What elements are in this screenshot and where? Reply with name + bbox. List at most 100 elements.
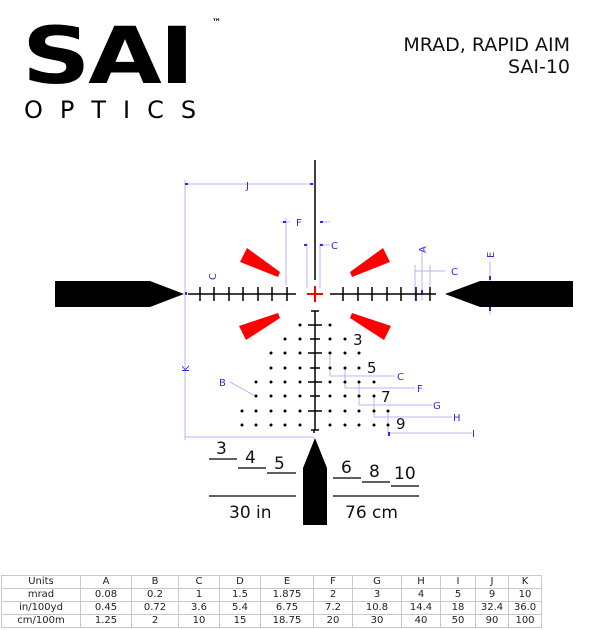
table-header-cell: A [80, 575, 132, 589]
sai-optics-logo: SAI ™ OPTICS [22, 12, 222, 122]
table-cell: 1.5 [219, 588, 261, 602]
dim-label-f: F [296, 218, 302, 229]
illuminated-wedges [239, 248, 391, 340]
table-header-cell: F [313, 575, 353, 589]
table-header-cell: B [131, 575, 179, 589]
dim-label-f-holdover: F [417, 384, 423, 395]
dim-label-h: H [453, 413, 461, 424]
range-left-5: 5 [274, 454, 285, 474]
dimension-arrows [185, 183, 491, 436]
table-cell: 10.8 [352, 601, 402, 615]
wedge-bottom-left [239, 313, 280, 340]
range-right-label: 76 cm [345, 503, 398, 523]
table-row: in/100yd 0.45 0.72 3.6 5.4 6.75 7.2 10.8… [1, 601, 542, 615]
table-cell: 3.6 [178, 601, 220, 615]
dimension-lines [184, 180, 491, 440]
reticle-type: MRAD, RAPID AIM [403, 34, 570, 56]
table-cell: 18.75 [260, 614, 314, 628]
table-cell: 36.0 [508, 601, 542, 615]
table-header-cell: C [178, 575, 220, 589]
table-cell: 10 [178, 614, 220, 628]
table-header-cell: H [401, 575, 441, 589]
table-row: mrad 0.08 0.2 1 1.5 1.875 2 3 4 5 9 10 [1, 588, 542, 602]
table-cell: 14.4 [401, 601, 441, 615]
dim-label-g: G [433, 401, 441, 412]
range-left-3: 3 [216, 439, 227, 459]
table-cell: cm/100m [1, 614, 81, 628]
table-cell: 9 [475, 588, 509, 602]
table-cell: 6.75 [260, 601, 314, 615]
reticle-title: MRAD, RAPID AIM SAI-10 [403, 34, 570, 78]
range-left-label: 30 in [229, 503, 272, 523]
holdover-dot-grid [240, 323, 390, 427]
table-cell: 5.4 [219, 601, 261, 615]
range-right-10: 10 [394, 464, 416, 484]
bottom-post [303, 438, 327, 525]
table-cell: 2 [131, 614, 179, 628]
holdover-number-7: 7 [381, 388, 391, 406]
table-cell: 32.4 [475, 601, 509, 615]
table-cell: 18 [440, 601, 476, 615]
dim-label-b: B [219, 378, 226, 389]
table-cell: 15 [219, 614, 261, 628]
holdover-number-3: 3 [353, 331, 363, 349]
wedge-bottom-right [350, 313, 391, 340]
table-cell: 0.2 [131, 588, 179, 602]
table-cell: 0.72 [131, 601, 179, 615]
reticle-diagram: J F C C A C E K B C F G H I 3 5 7 9 3 4 … [55, 160, 573, 525]
table-header-cell: D [219, 575, 261, 589]
table-cell: 0.45 [80, 601, 132, 615]
range-right-6: 6 [341, 458, 352, 478]
table-cell: 3 [352, 588, 402, 602]
table-header-cell: J [475, 575, 509, 589]
subtension-table: Units A B C D E F G H I J K mrad 0.08 0.… [1, 575, 542, 628]
wedge-top-right [350, 248, 390, 277]
table-row: cm/100m 1.25 2 10 15 18.75 20 30 40 50 9… [1, 614, 542, 628]
vertical-stadia [308, 160, 322, 431]
table-header-row: Units A B C D E F G H I J K [1, 575, 542, 589]
holdover-number-5: 5 [367, 359, 377, 377]
wedge-top-left [240, 248, 280, 277]
table-cell: 2 [313, 588, 353, 602]
dim-label-c-left: C [208, 273, 219, 280]
table-cell: 1 [178, 588, 220, 602]
right-post [445, 281, 573, 307]
table-cell: 20 [313, 614, 353, 628]
table-cell: 4 [401, 588, 441, 602]
illuminated-center-cross [307, 286, 323, 302]
left-post [55, 281, 184, 307]
dim-label-a: A [418, 246, 429, 253]
table-cell: 90 [475, 614, 509, 628]
reticle-model: SAI-10 [507, 56, 570, 78]
dim-label-i: I [472, 429, 475, 440]
table-header-cell: K [508, 575, 542, 589]
table-header-cell: G [352, 575, 402, 589]
rangefinder-right-lines [333, 477, 419, 497]
holdover-number-9: 9 [396, 415, 406, 433]
table-header-cell: E [260, 575, 314, 589]
table-cell: in/100yd [1, 601, 81, 615]
dim-label-c-top: C [331, 241, 338, 252]
table-cell: 10 [508, 588, 542, 602]
dim-label-c-holdover: C [397, 372, 404, 383]
horizontal-stadia [188, 287, 436, 301]
table-header-cell: Units [1, 575, 81, 589]
table-cell: 5 [440, 588, 476, 602]
dim-label-e: E [486, 252, 497, 258]
logo-subtitle: OPTICS [24, 96, 214, 124]
heavy-posts [55, 281, 573, 525]
range-right-8: 8 [369, 462, 380, 482]
table-cell: 30 [352, 614, 402, 628]
table-cell: 50 [440, 614, 476, 628]
rangefinder-left-lines [209, 458, 296, 497]
dim-label-k: K [181, 365, 192, 372]
table-cell: 1.25 [80, 614, 132, 628]
table-cell: 40 [401, 614, 441, 628]
trademark-symbol: ™ [212, 18, 221, 28]
table-cell: 7.2 [313, 601, 353, 615]
table-cell: 0.08 [80, 588, 132, 602]
table-header-cell: I [440, 575, 476, 589]
logo-wordmark: SAI [22, 12, 195, 102]
dim-label-c-right: C [451, 267, 458, 278]
table-cell: 100 [508, 614, 542, 628]
